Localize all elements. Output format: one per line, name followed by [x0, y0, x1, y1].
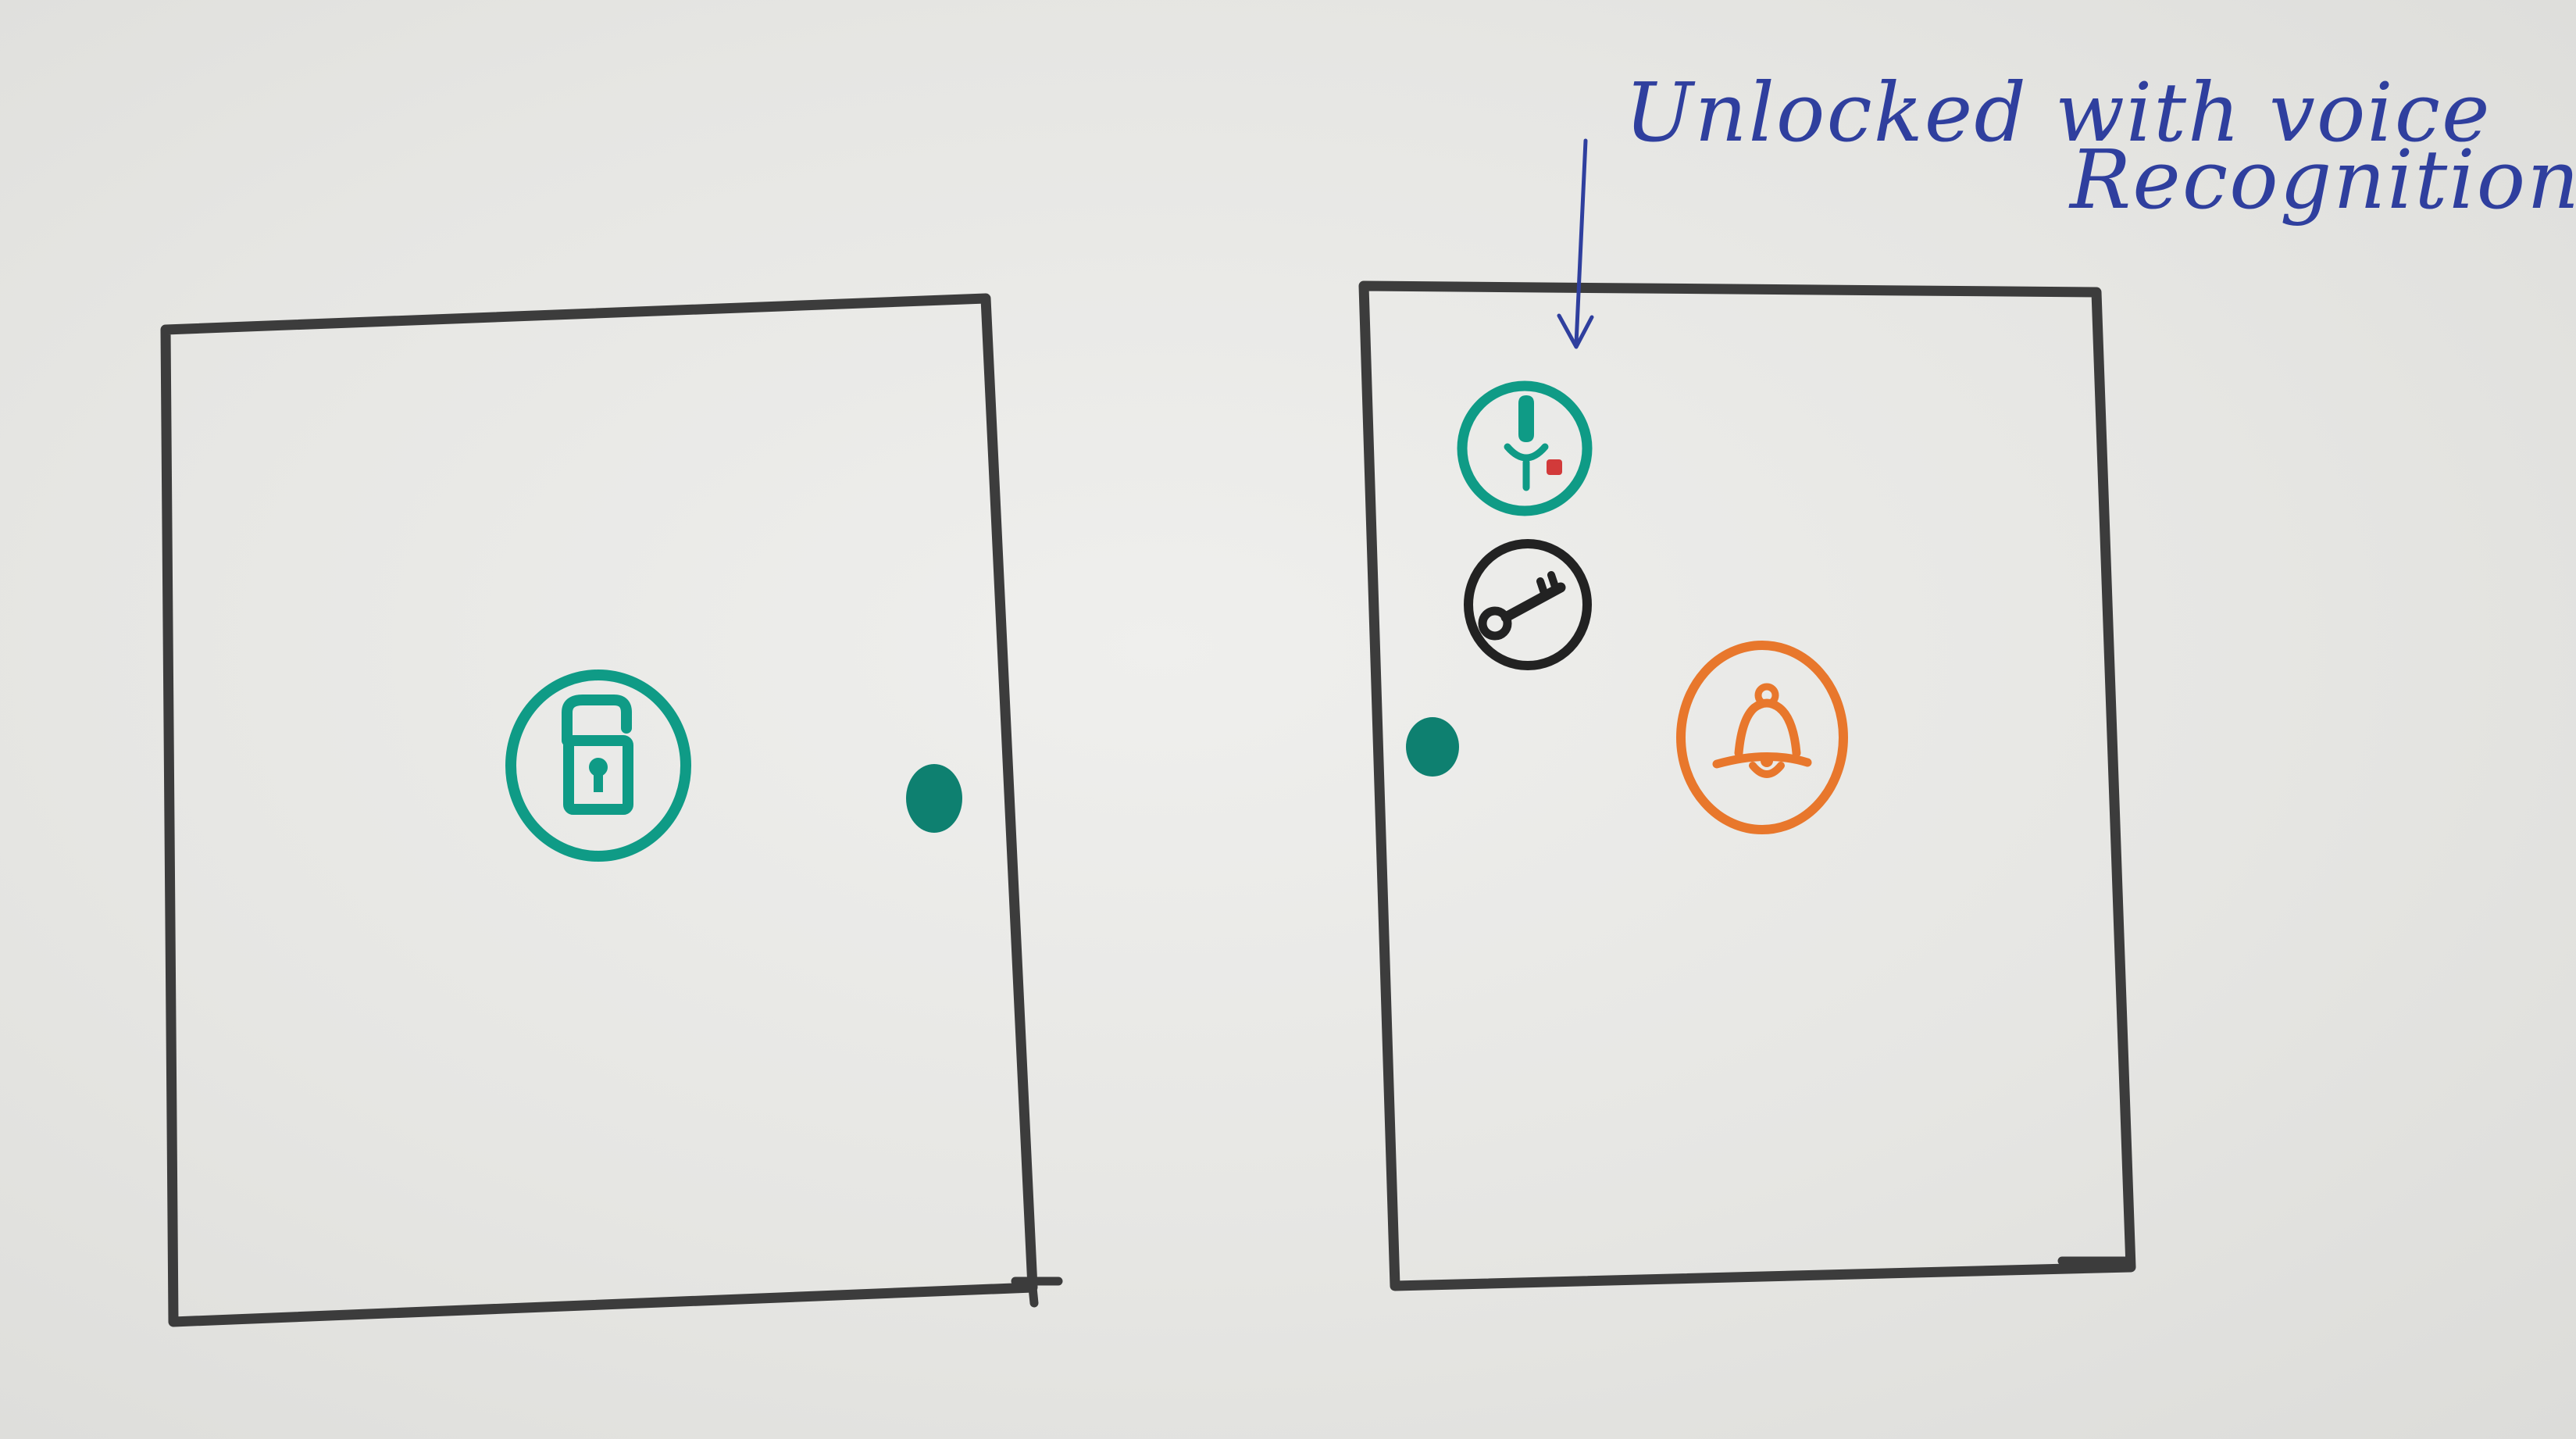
padlock-icon [505, 670, 691, 862]
left-door [160, 293, 1063, 1327]
doorbell-icon [1676, 641, 1848, 834]
voice-recognition-icon [1457, 380, 1593, 516]
left-door-tick-2 [1028, 1283, 1039, 1308]
key-icon [1464, 539, 1592, 670]
right-door [1358, 280, 2136, 1291]
right-door-outline [1358, 280, 2136, 1291]
left-door-knob [906, 764, 962, 833]
annotation-arrow [1557, 138, 1594, 349]
annotation-text-line1: Unlocked with voice [1625, 65, 2492, 160]
annotation-text-line2: Recognition . [2070, 132, 2576, 227]
right-door-knob [1406, 717, 1459, 777]
